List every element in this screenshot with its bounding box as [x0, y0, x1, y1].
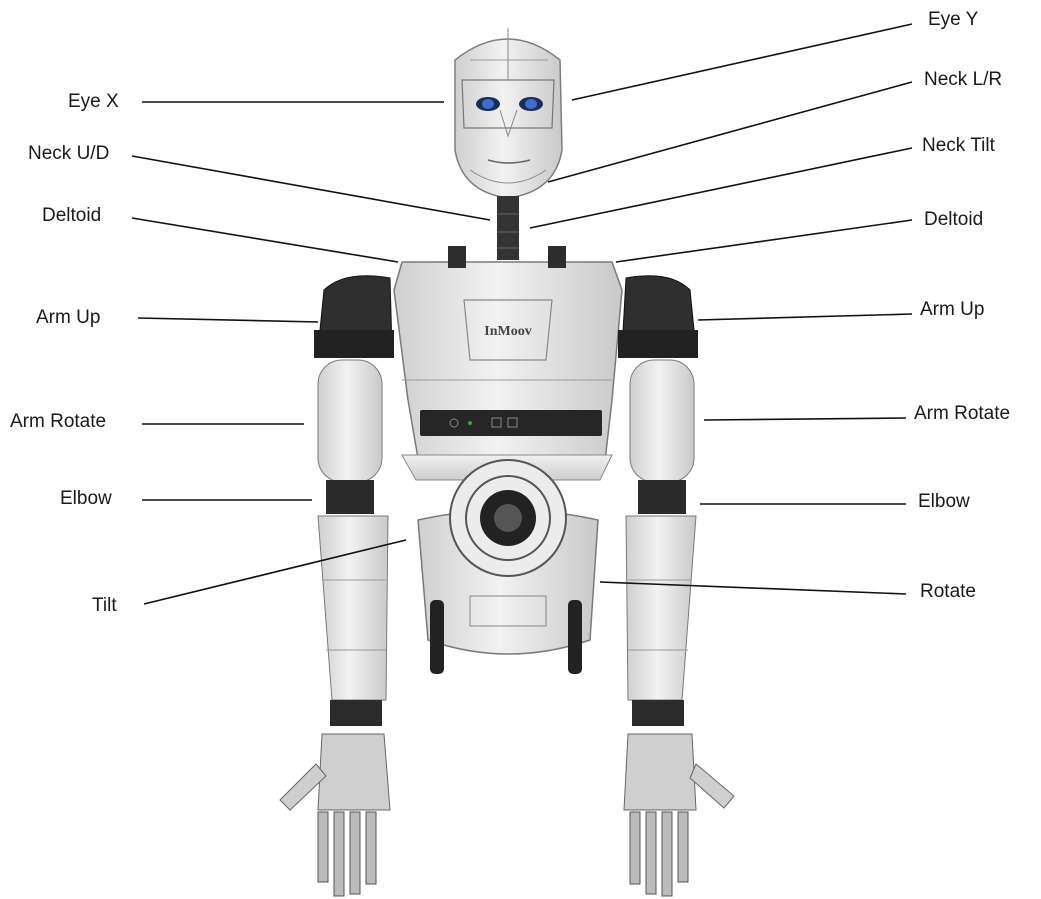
label-neck-ud: Neck U/D [28, 144, 109, 163]
robot-left-arm [280, 276, 394, 896]
label-elbow-left: Elbow [60, 489, 112, 508]
label-tilt: Tilt [92, 596, 117, 615]
leader-line-arm-up-right [698, 314, 912, 320]
label-arm-rotate-right: Arm Rotate [914, 404, 1010, 423]
robot-hip [418, 460, 598, 674]
leader-line-neck-tilt [530, 148, 912, 228]
robot-torso: InMoov [394, 246, 622, 480]
label-arm-up-left: Arm Up [36, 308, 100, 327]
label-neck-tilt: Neck Tilt [922, 136, 995, 155]
leader-line-eye-y [572, 24, 912, 100]
leader-line-arm-rotate-right [704, 418, 906, 420]
label-arm-rotate-left: Arm Rotate [10, 412, 106, 431]
leader-line-arm-up-left [138, 318, 318, 322]
label-eye-y: Eye Y [928, 10, 978, 29]
robot-head [455, 28, 562, 198]
label-deltoid-left: Deltoid [42, 206, 101, 225]
label-eye-x: Eye X [68, 92, 119, 111]
label-elbow-right: Elbow [918, 492, 970, 511]
label-neck-lr: Neck L/R [924, 70, 1002, 89]
leader-line-deltoid-right [616, 220, 912, 262]
leader-line-deltoid-left [132, 218, 398, 262]
label-arm-up-right: Arm Up [920, 300, 984, 319]
leader-line-neck-lr [548, 82, 912, 182]
chest-logo: InMoov [484, 324, 531, 339]
label-deltoid-right: Deltoid [924, 210, 983, 229]
label-rotate: Rotate [920, 582, 976, 601]
robot-neck [497, 196, 519, 260]
leader-line-neck-ud [132, 156, 490, 220]
